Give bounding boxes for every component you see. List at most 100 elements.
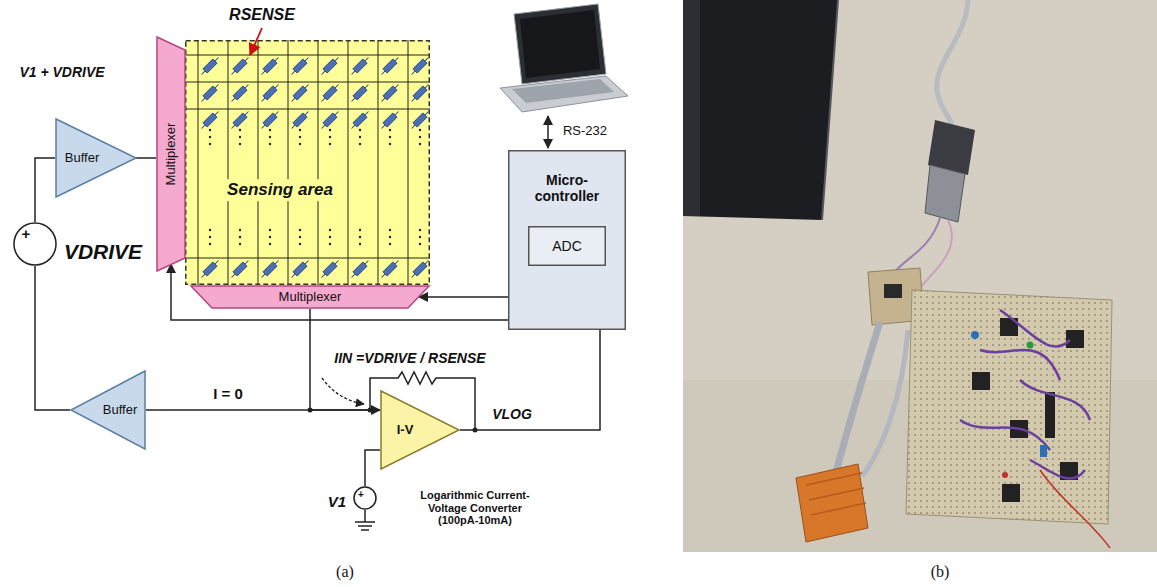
photo-background — [683, 0, 1157, 552]
sensing-grid — [412, 58, 429, 75]
multiplexer-block: Multiplexer — [190, 285, 430, 309]
sensing-grid — [329, 129, 331, 131]
sensing-grid — [413, 59, 427, 73]
sensing-grid — [209, 243, 211, 245]
sensing-grid — [383, 59, 397, 73]
sensing-grid — [239, 236, 241, 238]
sensing-grid — [199, 109, 220, 130]
log-converter: I-VLogarithmic Current-Voltage Converter… — [380, 390, 460, 470]
sensing-grid — [232, 58, 249, 75]
sensing-grid — [263, 86, 277, 100]
sensing-grid — [319, 258, 340, 279]
buffer-amplifier: Buffer — [70, 370, 146, 450]
photo-flex-sensor — [796, 464, 868, 542]
sensing-grid — [323, 59, 337, 73]
current-flow-arrow — [322, 378, 364, 404]
sensing-grid — [289, 55, 310, 76]
block-name: ADC — [552, 238, 582, 254]
sensing-grid — [198, 40, 199, 285]
sensing-grid — [322, 112, 339, 129]
region-title: Sensing area — [224, 179, 336, 201]
sensing-grid — [203, 59, 217, 73]
photo-red-wire — [1040, 470, 1110, 548]
sensing-grid — [352, 112, 369, 129]
sensing-grid — [209, 236, 211, 238]
sensing-grid — [259, 109, 280, 130]
sensing-grid — [319, 109, 340, 130]
sensing-grid — [379, 55, 400, 76]
buffer-amplifier-outline — [56, 119, 136, 197]
connector-wire — [171, 264, 508, 320]
photo-breadboard — [1027, 342, 1034, 349]
sensing-grid — [269, 143, 271, 145]
sensing-grid — [359, 236, 361, 238]
connector-wire — [35, 266, 70, 410]
sensing-grid — [409, 258, 430, 279]
adc-box: ADC — [528, 226, 606, 266]
sensing-grid — [209, 129, 211, 131]
voltage-source-outline — [14, 223, 56, 265]
sensing-grid — [419, 143, 421, 145]
photo-flex-sensor — [796, 464, 868, 542]
sensing-grid — [389, 243, 391, 245]
sensing-grid — [292, 85, 309, 102]
sensing-grid — [352, 261, 369, 278]
sensing-grid — [409, 55, 430, 76]
sensing-grid — [359, 143, 361, 145]
adc-box-outline — [529, 227, 606, 266]
sensing-grid — [186, 40, 431, 285]
sensing-grid — [379, 258, 400, 279]
microcontroller-box: ADCMicro- controller — [508, 150, 626, 330]
photo-serial-cable — [895, 0, 975, 290]
sensing-grid — [203, 86, 217, 100]
photo-serial-cable — [937, 0, 968, 124]
sensing-grid — [382, 261, 399, 278]
photo-serial-cable — [895, 218, 940, 272]
sensing-grid — [239, 136, 241, 138]
photo-laptop — [822, 0, 838, 220]
sensing-grid — [409, 82, 430, 103]
sensing-grid — [323, 113, 337, 127]
log-converter-outline — [381, 391, 459, 469]
multiplexer-block-outline — [191, 286, 429, 308]
ground-symbol — [355, 510, 375, 530]
sensing-grid — [352, 85, 369, 102]
sensing-grid — [289, 82, 310, 103]
sensing-grid — [239, 243, 241, 245]
sensing-grid — [293, 113, 307, 127]
photo-breadboard — [971, 331, 979, 339]
sensing-grid — [413, 86, 427, 100]
sensing-grid — [382, 85, 399, 102]
photo-flex-sensor — [806, 473, 866, 515]
log-converter-outline — [380, 390, 460, 470]
sensing-grid — [292, 261, 309, 278]
sensing-grid — [229, 55, 250, 76]
connector-wire — [35, 158, 55, 222]
sensing-grid — [239, 143, 241, 145]
photo-background — [683, 0, 1157, 552]
sensing-grid — [353, 59, 367, 73]
sensing-grid — [329, 243, 331, 245]
sensing-grid — [382, 58, 399, 75]
panel-label: (b) — [931, 563, 950, 581]
laptop-icon — [500, 76, 628, 112]
photo-breadboard — [906, 290, 1112, 524]
sensing-grid — [292, 112, 309, 129]
ground-symbol — [355, 510, 375, 530]
block-name: Buffer — [103, 403, 137, 418]
sensing-grid — [233, 86, 247, 100]
sensing-grid — [299, 136, 301, 138]
sensing-grid — [232, 85, 249, 102]
sensing-grid — [203, 113, 217, 127]
sensing-grid — [269, 229, 271, 231]
sensing-grid — [202, 112, 219, 129]
sensing-grid — [319, 82, 340, 103]
buffer-amplifier: Buffer — [55, 118, 137, 198]
photo-breadboard — [906, 290, 1112, 524]
sensing-grid — [329, 143, 331, 145]
photo-breadboard — [1002, 484, 1020, 502]
sensing-grid — [419, 236, 421, 238]
sensing-grid — [322, 261, 339, 278]
sensing-grid — [233, 262, 247, 276]
laptop-icon — [512, 79, 614, 103]
